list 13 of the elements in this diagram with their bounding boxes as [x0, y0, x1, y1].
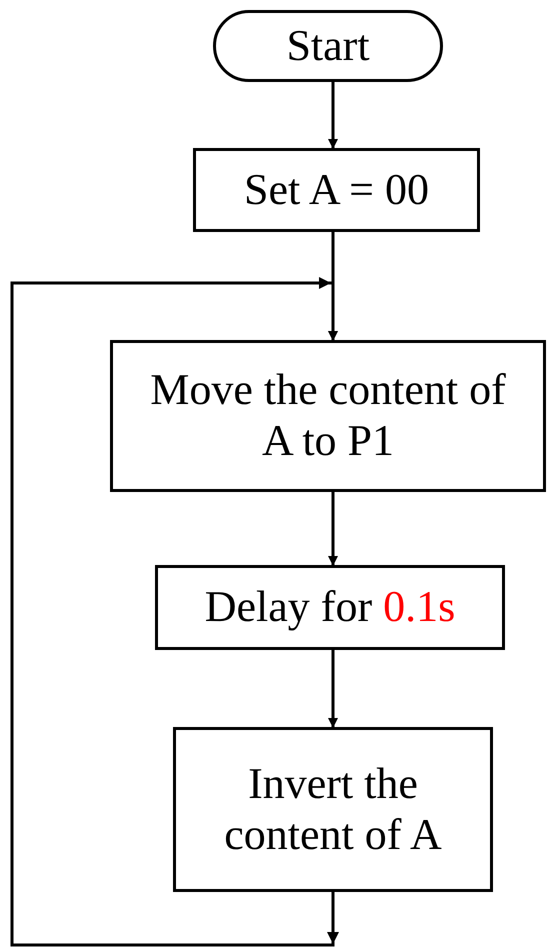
process-box [155, 565, 505, 650]
node-text: Start [286, 20, 370, 72]
arrow [10, 277, 339, 946]
process-box [110, 340, 546, 492]
arrow [328, 650, 338, 728]
arrow [328, 82, 338, 149]
node-text: Delay for 0.1s [204, 582, 456, 633]
node-text: Invert the content of A [223, 758, 443, 860]
process-box [193, 148, 480, 232]
process-box [173, 727, 493, 892]
node-text: Move the content of A to P1 [149, 365, 507, 467]
node-text: Set A = 00 [244, 164, 429, 216]
arrow [328, 492, 338, 566]
